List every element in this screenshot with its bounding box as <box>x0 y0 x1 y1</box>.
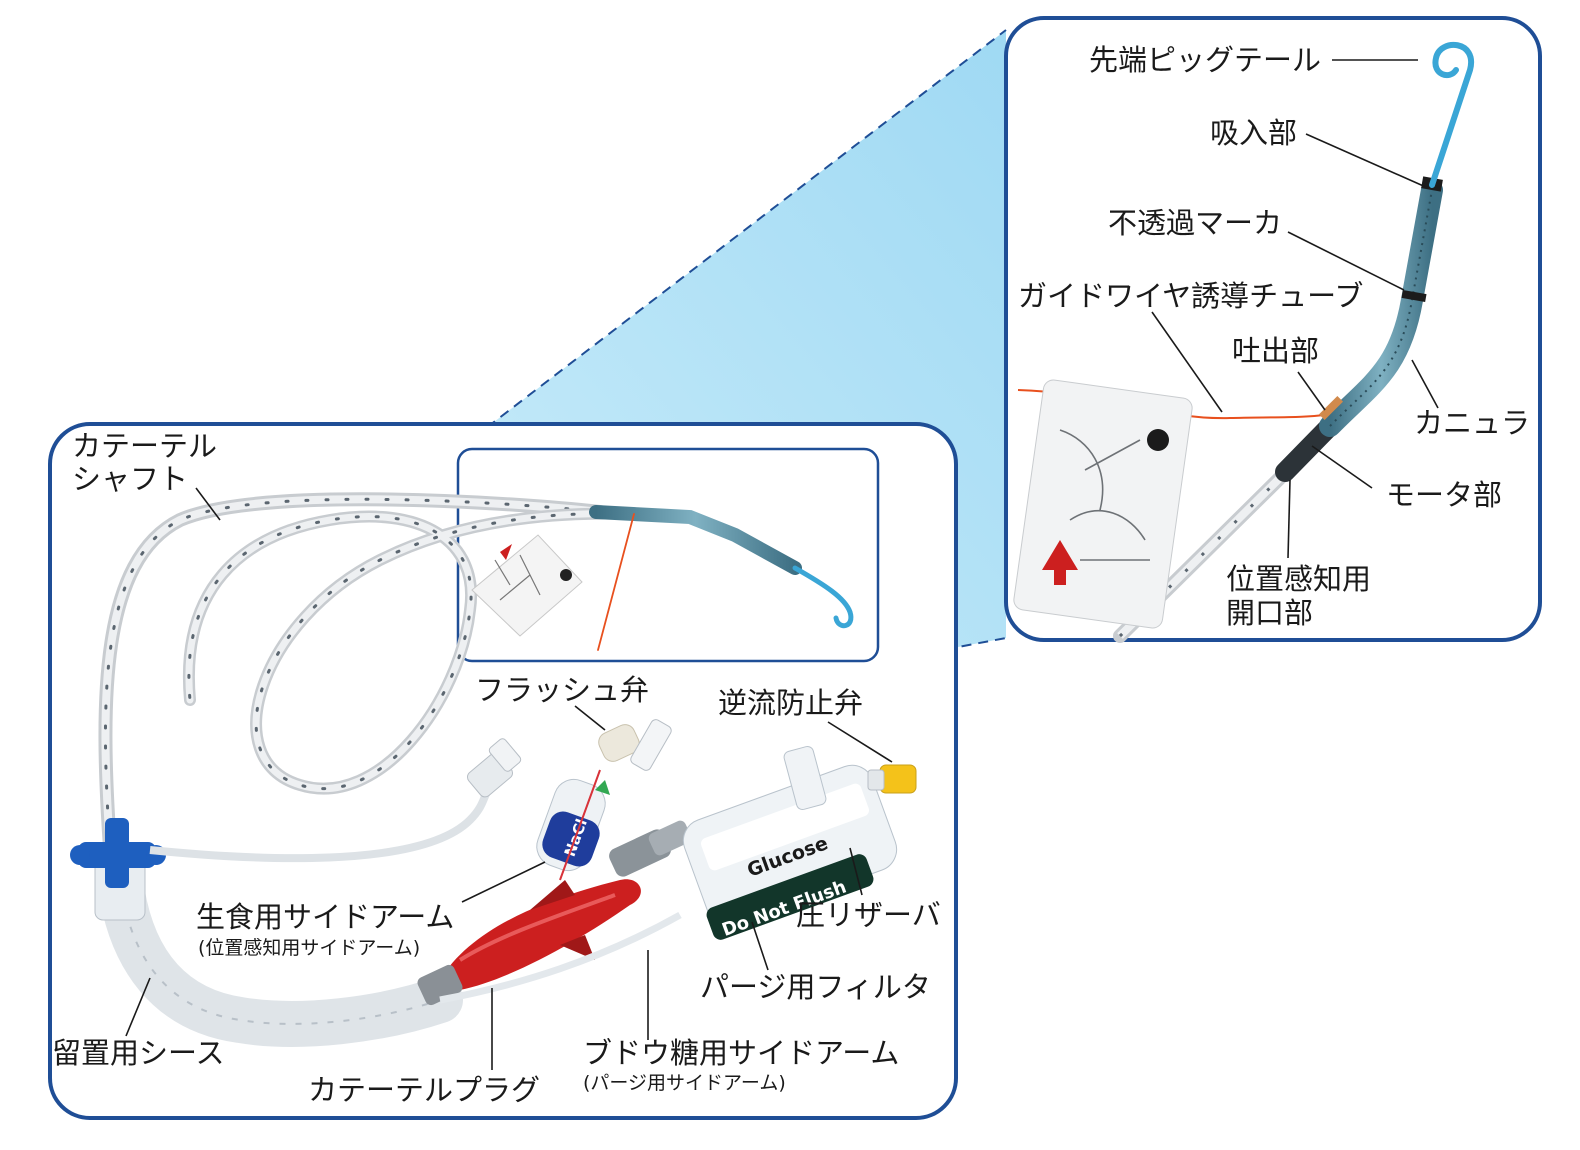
check-valve-shape <box>867 764 917 794</box>
zoom-line-top <box>459 29 1007 449</box>
plug-connectors <box>609 820 692 877</box>
label-pigtail-tip: 先端ピッグテール <box>1089 43 1322 77</box>
zoom-marker-band <box>1401 289 1427 303</box>
catheter-plug-shape <box>417 879 641 1006</box>
catheter-shaft <box>98 492 613 855</box>
zoom-outlet-band <box>1318 395 1344 421</box>
label-outlet: 吐出部 <box>1232 334 1320 368</box>
luer-connector <box>466 738 522 798</box>
label-glucose-sidearm-sub: (パージ用サイドアーム) <box>583 1072 786 1094</box>
label-cannula: カニュラ <box>1414 406 1531 440</box>
label-catheter-plug: カテーテルプラグ <box>308 1073 541 1107</box>
nacl-line <box>559 769 601 881</box>
label-purge-filter: パージ用フィルタ <box>700 970 931 1004</box>
label-motor: モータ部 <box>1386 478 1503 512</box>
label-catheter-shaft-1: カテーテル <box>72 429 218 463</box>
zoom-instruction-card <box>1013 379 1193 629</box>
leader-lines-main <box>125 487 893 1070</box>
label-pressure-reservoir: 圧リザーバ <box>796 898 941 932</box>
label-indwelling-sheath: 留置用シース <box>52 1036 225 1070</box>
flush-valve-shape <box>598 719 672 771</box>
label-saline-sidearm: 生食用サイドアーム <box>196 900 455 934</box>
label-guidewire-tube: ガイドワイヤ誘導チューブ <box>1018 279 1364 313</box>
label-glucose-sidearm: ブドウ糖用サイドアーム <box>583 1036 900 1070</box>
label-catheter-shaft-2: シャフト <box>72 462 189 496</box>
label-flush-valve: フラッシュ弁 <box>475 673 650 707</box>
glucose-reservoir: Glucose Do Not Flush <box>682 745 898 941</box>
label-position-opening-1: 位置感知用 <box>1226 562 1372 596</box>
inset-card <box>471 534 583 637</box>
label-saline-sidearm-sub: (位置感知用サイドアーム) <box>198 937 421 959</box>
label-inlet: 吸入部 <box>1210 116 1298 150</box>
leader-lines-zoom <box>1151 59 1439 559</box>
label-position-opening-2: 開口部 <box>1226 596 1314 630</box>
inset-pump <box>589 505 854 651</box>
purge-line <box>439 911 682 1004</box>
zoom-pigtail <box>1429 41 1475 188</box>
label-radiopaque-marker: 不透過マーカ <box>1108 206 1283 240</box>
label-check-valve: 逆流防止弁 <box>718 686 864 720</box>
